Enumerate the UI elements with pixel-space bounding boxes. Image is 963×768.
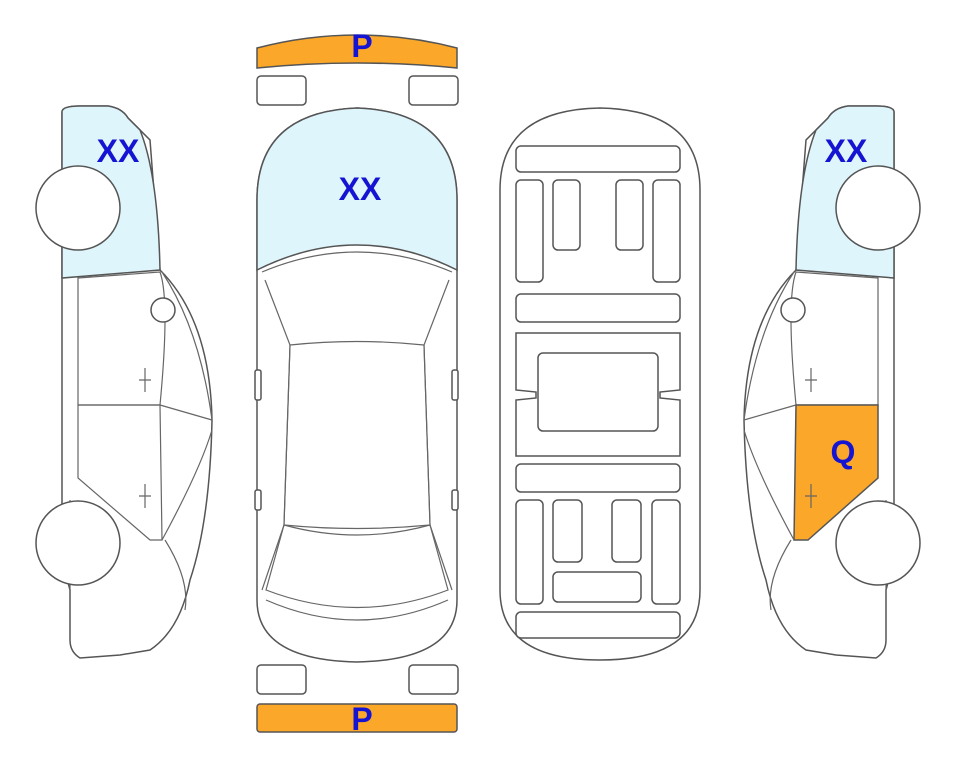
right-window-curve <box>743 271 797 541</box>
underside-front-right-rail[interactable] <box>652 179 681 283</box>
rear-bumper[interactable] <box>256 703 458 733</box>
top-handle-right <box>451 489 459 511</box>
top-windshield-label: XX <box>339 171 382 207</box>
top-left-pillar <box>261 279 291 591</box>
front-light-left[interactable] <box>256 75 307 106</box>
right-front-handle[interactable] <box>805 368 817 392</box>
rear-light-right[interactable] <box>408 664 459 695</box>
left-rear-handle[interactable] <box>139 484 151 508</box>
left-window-curve <box>159 271 213 541</box>
rear-light-left[interactable] <box>256 664 307 695</box>
underside-rear-left-rail[interactable] <box>515 499 544 605</box>
left-rear-door[interactable] <box>77 404 163 541</box>
right-rear-wheel[interactable] <box>835 500 921 586</box>
right-rear-door[interactable] <box>793 404 879 541</box>
right-mirror[interactable] <box>780 297 806 323</box>
right-windshield-label: XX <box>825 133 868 169</box>
underside-front-crossbar[interactable] <box>515 145 681 173</box>
front-light-right[interactable] <box>408 75 459 106</box>
front-bumper-label: P <box>351 28 372 64</box>
left-rear-wheel[interactable] <box>35 500 121 586</box>
left-front-handle[interactable] <box>139 368 151 392</box>
top-view-car: XX <box>254 107 459 663</box>
left-side-view: XX <box>35 105 213 659</box>
front-bumper-group: P <box>256 28 459 106</box>
right-rear-door-label: Q <box>831 434 856 470</box>
top-mirror-left[interactable] <box>254 369 262 401</box>
underside-rear-bumper-bar[interactable] <box>515 611 681 639</box>
top-handle-left <box>254 489 262 511</box>
underside-mid-front-bar[interactable] <box>515 293 681 323</box>
top-mirror-right[interactable] <box>451 369 459 401</box>
top-hood-line <box>261 251 453 273</box>
left-mirror[interactable] <box>150 297 176 323</box>
underside-view <box>499 107 701 661</box>
left-front-wheel[interactable] <box>35 165 121 251</box>
underside-front-left-rail[interactable] <box>515 179 544 283</box>
underside-rear-left-inner[interactable] <box>552 499 583 563</box>
underside-mid-rear-bar[interactable] <box>515 463 681 493</box>
underside-rear-right-inner[interactable] <box>611 499 642 563</box>
top-rear-window[interactable] <box>265 524 449 609</box>
front-bumper[interactable] <box>256 34 458 69</box>
underside-rear-crossbar[interactable] <box>552 571 642 603</box>
rear-bumper-group: P <box>256 664 459 737</box>
right-side-view: XX Q <box>743 105 921 659</box>
top-trunk-line <box>265 599 449 621</box>
rear-bumper-label: P <box>351 701 372 737</box>
top-windshield[interactable] <box>256 107 458 272</box>
left-windshield-label: XX <box>97 133 140 169</box>
underside-center-panel[interactable] <box>537 352 659 432</box>
right-rear-handle[interactable] <box>805 484 817 508</box>
underside-front-right-inner[interactable] <box>615 179 644 251</box>
underside-rear-right-rail[interactable] <box>651 499 681 605</box>
top-right-pillar <box>423 279 453 591</box>
right-front-wheel[interactable] <box>835 165 921 251</box>
underside-front-left-inner[interactable] <box>552 179 581 251</box>
